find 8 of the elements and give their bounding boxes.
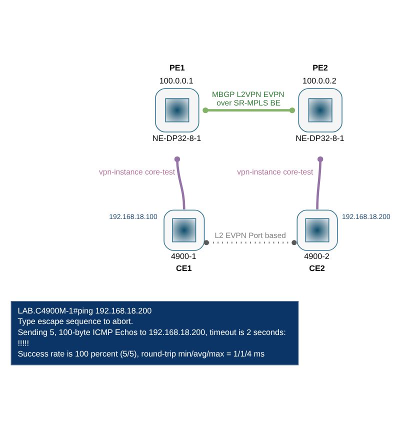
- connector: [174, 156, 186, 209]
- connector: [316, 156, 324, 209]
- edge-label: vpn-instance core-test: [237, 166, 314, 176]
- edge-label: vpn-instance core-test: [99, 167, 175, 176]
- connector: [202, 106, 296, 113]
- edge-label: L2 EVPN Port based: [214, 230, 286, 240]
- connector: [204, 240, 297, 245]
- edge-label: MBGP L2VPN EVPN over SR-MPLS BE: [212, 90, 284, 108]
